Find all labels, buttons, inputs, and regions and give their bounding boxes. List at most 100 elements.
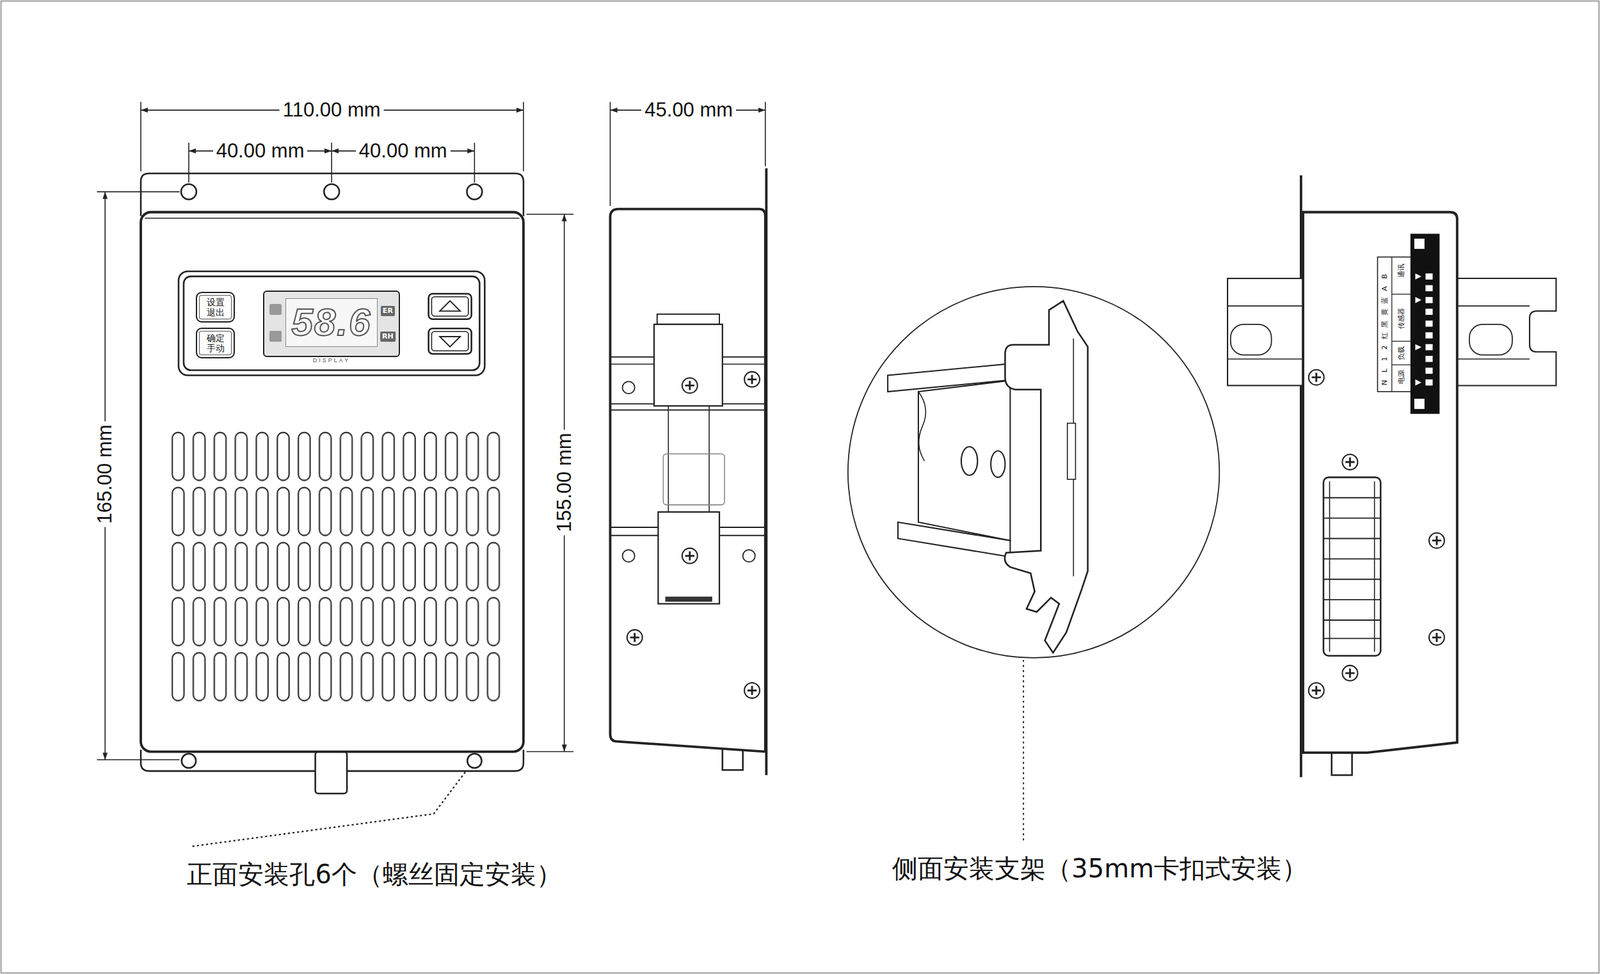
terminal-hole [1415,273,1422,386]
screw-symbol [682,377,698,393]
screw-symbol [744,682,760,699]
terminal-name: B [1381,273,1389,280]
detail-view [887,300,1088,653]
dimension-line [526,751,574,753]
terminal-hole [1425,332,1433,339]
clip-slot [1067,423,1076,480]
vent-slots [1323,578,1381,580]
key-button [431,331,468,351]
screw-symbol [627,629,643,646]
label-strip [1392,341,1412,342]
dimension-line [526,213,574,216]
terminal-block [1414,398,1425,409]
key-button [431,296,468,317]
housing [140,211,524,752]
dimension-line [522,101,525,171]
caption-text: 正面安装孔6个（螺丝固定安装） [186,860,562,889]
vent-slots [1323,638,1381,640]
indicator-label: ER [380,305,395,317]
dimension-text: 155.00 mm [553,430,576,536]
dimension-text: 40.00 mm [355,140,451,162]
rail-slot [1230,324,1272,356]
control-panel [178,271,485,376]
leader-line [190,771,466,847]
detail-view [848,286,1220,658]
drain-stub [315,752,347,794]
terminal-hole [1425,296,1433,304]
din-rail [1227,305,1304,307]
dimension-line [330,142,333,183]
terminal-name: 1 [1381,357,1389,362]
din-clip [654,324,723,406]
vent-slots [1323,497,1381,499]
button-text: 确定 [206,332,225,344]
dimension-line [474,142,476,183]
button-text: 退出 [206,307,225,318]
dimension-text: 45.00 mm [641,99,736,121]
key-button [428,328,472,354]
mounting-hole [181,753,196,768]
screw-symbol [1308,369,1325,386]
dimension-line [140,101,142,171]
housing [609,209,765,752]
vent-slots [1323,517,1381,520]
indicator-led [269,304,282,315]
button-text: 设置 [206,296,225,308]
terminal-block [1414,238,1425,249]
dimension-line [96,191,180,193]
caption-text: 侧面安装支架（35mm卡扣式安装） [892,854,1308,883]
indicator-led [269,330,282,342]
terminal-group: 电源 [1397,369,1406,384]
screw-symbol [1429,629,1445,646]
terminal-name: 红 [1381,332,1389,340]
din-rail [1227,278,1304,386]
din-clip [657,314,720,325]
mounting-hole [467,753,482,768]
label-strip [1377,257,1412,392]
vent-slots [1323,558,1381,560]
housing-edge [144,217,520,219]
terminal-hole [1425,355,1433,363]
vent-slots [1329,481,1331,652]
terminal-name: L [1381,368,1389,373]
din-rail [897,522,1010,557]
screw-symbol [682,548,698,564]
mounting-hole [323,184,340,200]
leader-line [1022,659,1024,843]
din-rail [1227,358,1304,360]
screw-symbol [744,371,760,388]
dimension-line [188,142,190,183]
key-button: 设置退出 [195,291,235,323]
vent-slots [1323,619,1381,621]
terminal-hole [1415,273,1433,386]
key-button: 确定手动 [195,327,235,359]
dimension-text: 40.00 mm [213,140,308,162]
din-clip [1004,300,1088,653]
terminal-hole [1425,308,1433,315]
label-strip [1392,364,1412,365]
detail-circle [848,286,1220,658]
terminal-hole [1425,320,1433,328]
dimension-text: 165.00 mm [94,421,116,528]
terminal-hole [1425,379,1433,386]
clip-slot [665,596,713,602]
screw-symbol [1429,533,1445,549]
terminal-hole [1425,273,1433,280]
dimension-line [609,101,612,207]
mounting-hole [466,184,482,200]
vent-slots [1323,538,1381,540]
screw-symbol [1342,665,1358,681]
arrow-up-symbol [439,300,461,312]
rivet [743,549,756,562]
front-view [140,173,524,794]
din-rail [918,380,1010,541]
housing [1303,211,1458,753]
terminal-name: 黑 [1381,320,1389,328]
rail-slot [1469,324,1513,356]
rivet [622,381,635,394]
dimension-text: 110.00 mm [279,99,384,121]
dimension-line [96,101,765,760]
dimension-line [764,101,767,166]
